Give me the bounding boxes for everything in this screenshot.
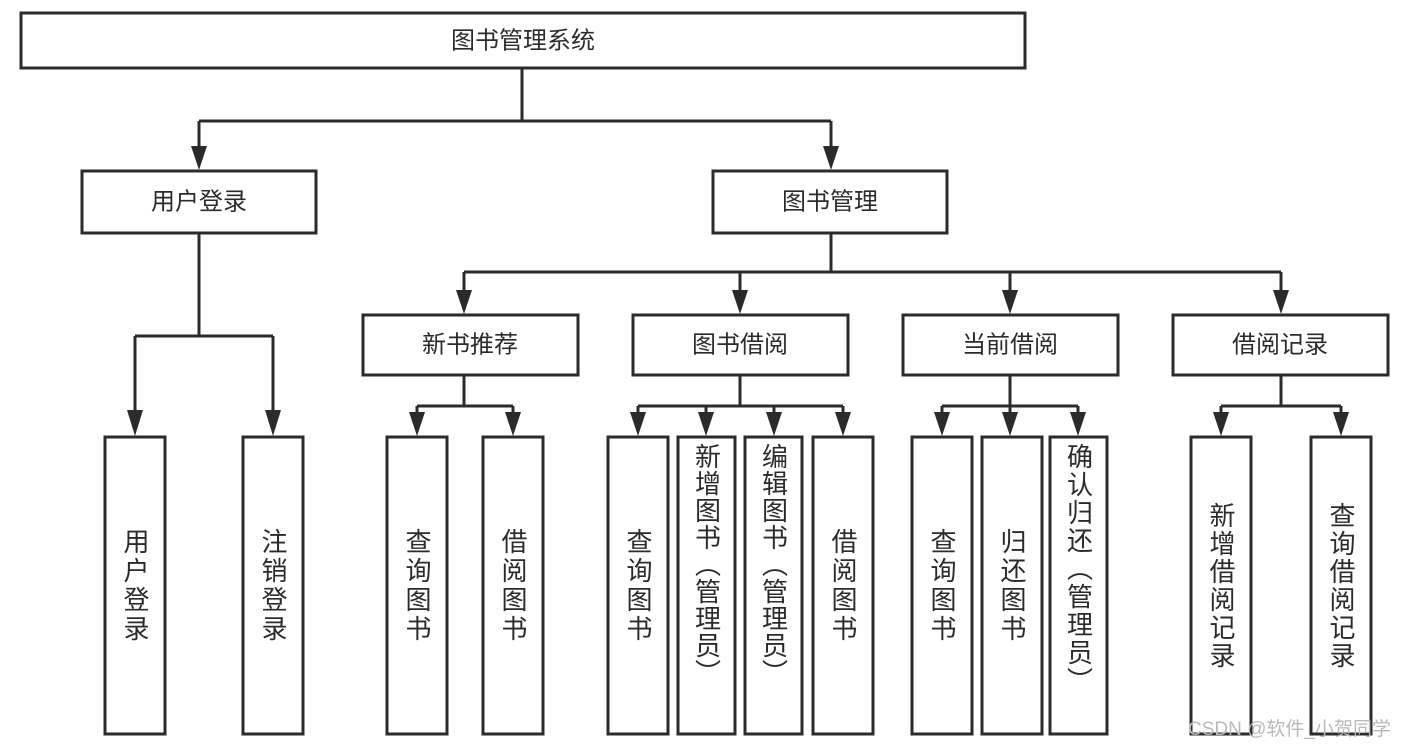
arrow-head-icon (505, 412, 521, 436)
node-leaf-add-book[interactable] (676, 435, 737, 736)
leaf-label-wrap: 查询借阅记录 (1326, 501, 1356, 670)
node-borrow-record-label: 借阅记录 (1232, 331, 1328, 358)
csdn-watermark: CSDN @软件_小贺同学 (1188, 719, 1391, 740)
arrow-head-icon (835, 412, 851, 436)
node-root[interactable]: 图书管理系统 (19, 11, 1027, 70)
node-leaf-query-book-2-label: 查询图书 (623, 527, 653, 644)
node-borrow-record[interactable]: 借阅记录 (1171, 313, 1390, 377)
arrow-head-icon (934, 412, 950, 436)
node-leaf-query-record[interactable] (1309, 435, 1373, 736)
arrow-head-icon (698, 412, 714, 436)
node-leaf-borrow-book-2-label: 借阅图书 (828, 527, 858, 644)
connector-newbook-to-leaves (409, 375, 521, 436)
node-current-borrow-label: 当前借阅 (962, 331, 1058, 358)
arrow-head-icon (265, 410, 281, 436)
node-book-borrow-label: 图书借阅 (692, 331, 788, 358)
leaf-label-wrap: 编辑图书（管理员） (758, 443, 789, 686)
node-leaf-return-book-label: 归还图书 (997, 527, 1027, 644)
node-leaf-query-record-label: 查询借阅记录 (1326, 501, 1356, 670)
node-book-manage[interactable]: 图书管理 (711, 169, 949, 235)
node-leaf-edit-book[interactable] (743, 435, 804, 736)
node-book-borrow[interactable]: 图书借阅 (631, 313, 850, 377)
arrow-head-icon (732, 290, 748, 314)
node-leaf-add-record-label: 新增借阅记录 (1206, 501, 1236, 670)
leaf-label-wrap: 借阅图书 (828, 527, 858, 644)
leaf-label-wrap: 借阅图书 (498, 527, 528, 644)
node-leaf-user-login[interactable] (103, 435, 167, 736)
leaf-label-wrap: 新增借阅记录 (1206, 501, 1236, 670)
arrow-head-icon (127, 410, 143, 436)
leaf-label-wrap: 查询图书 (623, 527, 653, 644)
node-user-login[interactable]: 用户登录 (80, 169, 318, 235)
connector-currentborrow-to-leaves (934, 375, 1086, 436)
node-leaf-edit-book-label: 编辑图书（管理员） (758, 443, 789, 686)
node-leaf-query-book-3[interactable] (910, 435, 974, 736)
node-leaf-borrow-book-1[interactable] (481, 435, 545, 736)
arrow-head-icon (191, 146, 207, 170)
connector-root-to-level2 (191, 68, 839, 170)
arrow-head-icon (1213, 412, 1229, 436)
node-leaf-add-book-label: 新增图书（管理员） (691, 443, 722, 686)
node-leaf-query-book-1-label: 查询图书 (402, 527, 432, 644)
leaf-label-wrap: 新增图书（管理员） (691, 443, 722, 686)
node-leaf-borrow-book-1-label: 借阅图书 (498, 527, 528, 644)
arrow-head-icon (766, 412, 782, 436)
arrow-head-icon (456, 290, 472, 314)
connector-bookmanage-to-level3 (456, 233, 1289, 314)
arrow-head-icon (409, 412, 425, 436)
arrow-head-icon (1070, 412, 1086, 436)
node-root-label: 图书管理系统 (451, 27, 595, 54)
node-leaf-confirm-return-label: 确认归还（管理员） (1063, 443, 1094, 695)
arrow-head-icon (1273, 290, 1289, 314)
leaf-label-wrap: 注销登录 (258, 527, 288, 644)
node-current-borrow[interactable]: 当前借阅 (901, 313, 1120, 377)
node-new-book-recommend-label: 新书推荐 (422, 331, 518, 358)
arrow-head-icon (630, 412, 646, 436)
leaf-label-wrap: 查询图书 (927, 527, 957, 644)
leaf-label-wrap: 用户登录 (120, 527, 150, 644)
node-leaf-return-book[interactable] (980, 435, 1044, 736)
node-leaf-query-book-2[interactable] (606, 435, 670, 736)
connector-bookborrow-to-leaves (630, 375, 851, 436)
node-leaf-query-book-3-label: 查询图书 (927, 527, 957, 644)
arrow-head-icon (1002, 412, 1018, 436)
connector-borrowrecord-to-leaves (1213, 375, 1349, 436)
node-leaf-user-logout[interactable] (241, 435, 305, 736)
arrow-head-icon (823, 146, 839, 170)
connector-userlogin-to-leaves (127, 233, 281, 436)
node-user-login-label: 用户登录 (151, 188, 247, 215)
arrow-head-icon (1333, 412, 1349, 436)
leaf-label-wrap: 归还图书 (997, 527, 1027, 644)
node-leaf-borrow-book-2[interactable] (811, 435, 875, 736)
node-leaf-user-login-label: 用户登录 (120, 527, 150, 644)
node-leaf-query-book-1[interactable] (385, 435, 449, 736)
node-leaf-add-record[interactable] (1189, 435, 1253, 736)
node-book-manage-label: 图书管理 (782, 188, 878, 215)
node-leaf-user-logout-label: 注销登录 (258, 527, 288, 644)
node-new-book-recommend[interactable]: 新书推荐 (361, 313, 580, 377)
leaf-label-wrap: 查询图书 (402, 527, 432, 644)
node-leaf-confirm-return[interactable] (1048, 435, 1109, 736)
arrow-head-icon (1002, 290, 1018, 314)
leaf-label-wrap: 确认归还（管理员） (1063, 443, 1094, 695)
